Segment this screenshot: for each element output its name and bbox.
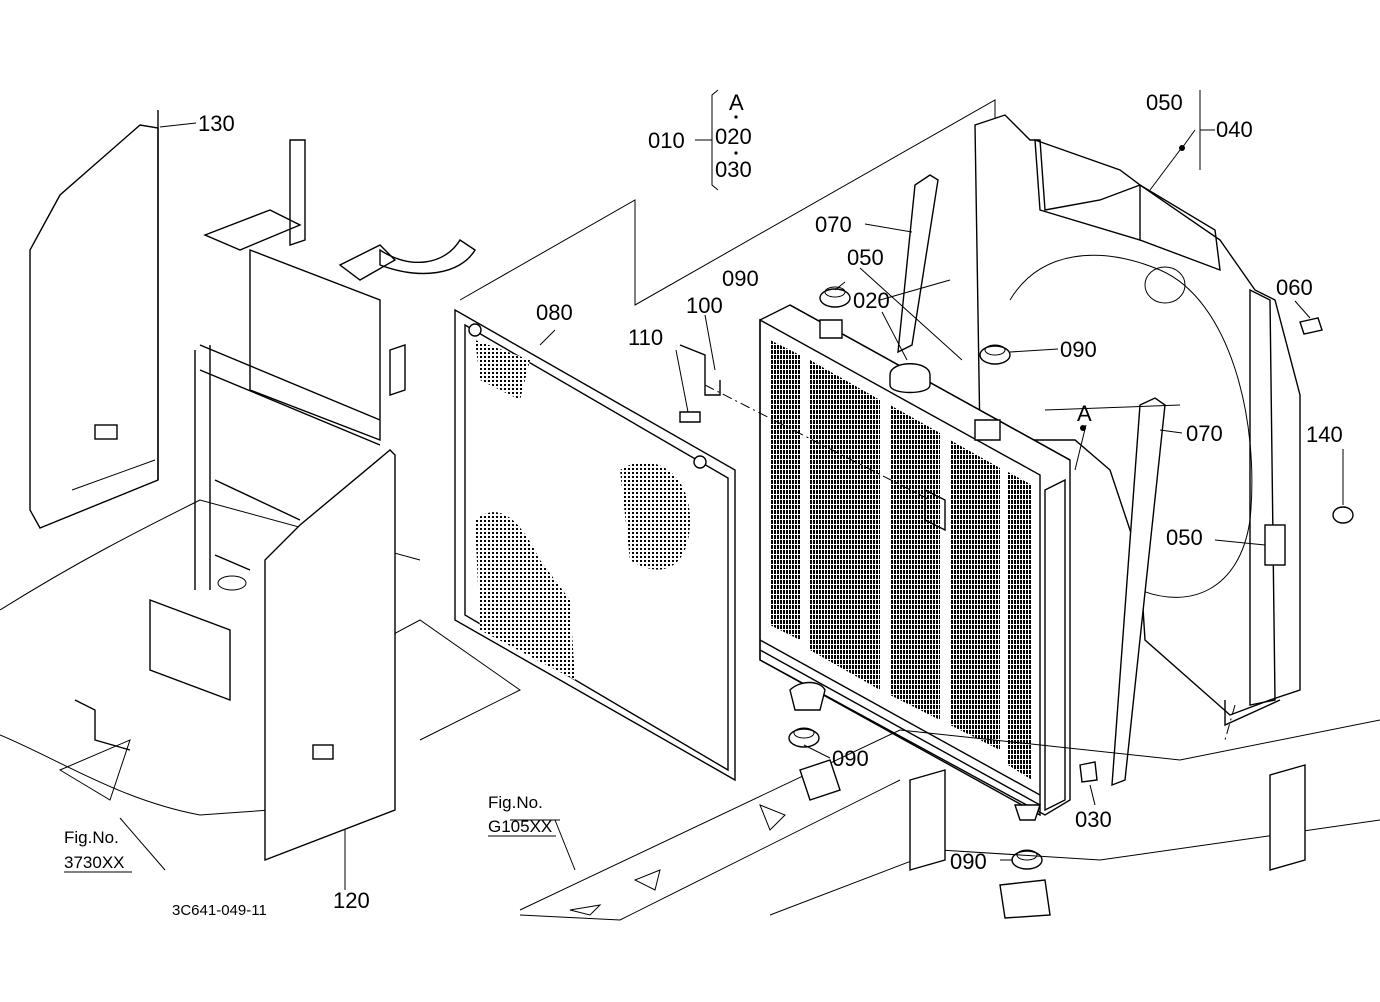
seal-strip-070-right <box>1111 397 1166 787</box>
bushing-090-right <box>979 344 1011 365</box>
callout-010: 010 <box>648 128 685 153</box>
callout-090-top: 090 <box>722 266 759 291</box>
ref-g105-line1: Fig.No. <box>488 793 543 812</box>
callout-100: 100 <box>686 293 723 318</box>
bushing-090-top <box>819 286 851 308</box>
base-frame <box>519 719 1380 921</box>
callout-060: 060 <box>1276 275 1313 300</box>
plug-030 <box>1079 761 1098 783</box>
radiator <box>759 304 1071 821</box>
ref-3730-line1: Fig.No. <box>64 828 119 847</box>
fan-shroud <box>974 114 1301 727</box>
callout-050-top: 050 <box>1146 90 1183 115</box>
callout-130: 130 <box>198 111 235 136</box>
figure-reference-3730: Fig.No. 3730XX <box>64 828 132 873</box>
callout-090-right: 090 <box>1060 337 1097 362</box>
callout-A-radiator: A <box>1077 401 1092 426</box>
bushing-090-low <box>1011 849 1043 870</box>
seal-strip-070-top <box>897 174 939 354</box>
callout-A-top: A <box>729 90 744 115</box>
callout-090-low: 090 <box>950 849 987 874</box>
callout-070-top: 070 <box>815 212 852 237</box>
callout-090-bottom: 090 <box>832 746 869 771</box>
callout-120: 120 <box>333 888 370 913</box>
figure-reference-g105: Fig.No. G105XX <box>488 793 556 837</box>
callout-050-mid: 050 <box>847 245 884 270</box>
bushing-090-bottom <box>788 727 820 748</box>
floor-plate <box>0 499 521 816</box>
callout-140: 140 <box>1306 422 1343 447</box>
ref-g105-line2: G105XX <box>488 817 552 836</box>
stay-bracket-100 <box>679 344 931 501</box>
callout-080: 080 <box>536 300 573 325</box>
callout-040: 040 <box>1216 117 1253 142</box>
bolt-060 <box>1299 317 1323 335</box>
frame-assembly <box>58 139 476 801</box>
callout-030-b: 030 <box>1075 807 1112 832</box>
callout-030-a: 030 <box>715 157 752 182</box>
leader-lines <box>119 89 1344 890</box>
callout-070-right: 070 <box>1186 421 1223 446</box>
plug-140 <box>1332 506 1354 524</box>
ref-3730-line2: 3730XX <box>64 853 125 872</box>
side-panel-130 <box>29 110 159 529</box>
callout-110: 110 <box>628 325 663 350</box>
bolt-110 <box>679 411 701 423</box>
callout-020-b: 020 <box>853 288 890 313</box>
mesh-screen-080 <box>454 308 736 782</box>
drawing-code: 3C641-049-11 <box>172 902 267 919</box>
side-cover-120 <box>264 449 396 862</box>
callout-020-a: 020 <box>715 124 752 149</box>
callout-050-right: 050 <box>1166 525 1203 550</box>
